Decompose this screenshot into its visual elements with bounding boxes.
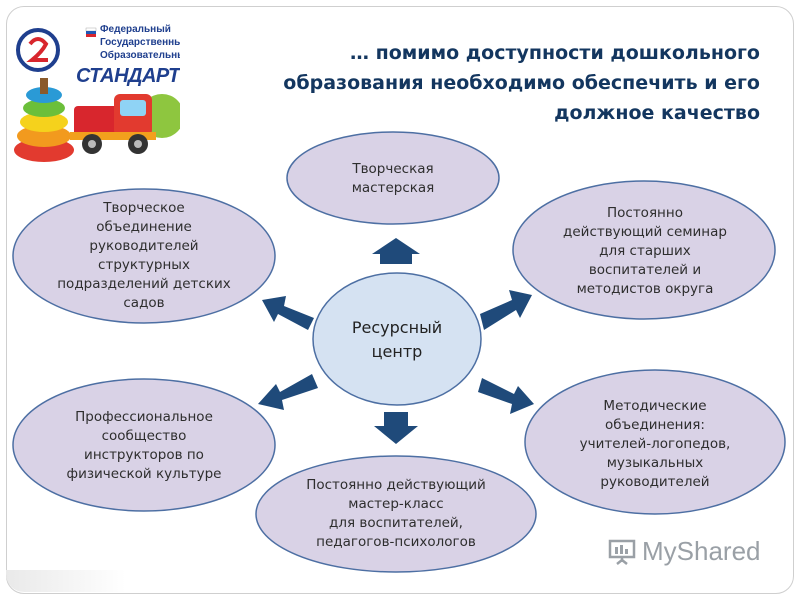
arrow-right-upper-icon [480, 290, 532, 330]
watermark-text: MyShared [642, 536, 761, 566]
slide-title: … помимо доступности дошкольного образов… [283, 42, 760, 124]
logo-line-1: Федеральный [100, 24, 171, 35]
logo-emblem-icon [14, 18, 180, 164]
center-label: Ресурсный центр [351, 318, 443, 361]
node-bottom-label: Постоянно действующий мастер-класс для в… [306, 477, 486, 550]
arrow-right-lower-icon [478, 378, 534, 414]
node-top-shape [286, 131, 500, 225]
node-bottom-right-shape [524, 369, 786, 515]
node-bottom-left-shape [12, 378, 276, 512]
node-bottom-left-label: Профессиональное сообщество инструкторов… [66, 409, 222, 482]
logo-line-2: Государственный [100, 37, 180, 48]
corner-accent [6, 570, 126, 592]
arrow-up-icon [372, 238, 420, 264]
center-shape [312, 272, 482, 406]
arrow-down-icon [374, 412, 418, 444]
logo-line-3: Образовательный [100, 50, 180, 61]
node-top-left-label: Творческое объединение руководителей стр… [57, 200, 231, 311]
node-top-left-shape [12, 188, 276, 324]
node-top-right-shape [512, 180, 776, 320]
node-top-label: Творческая мастерская [351, 161, 435, 196]
watermark: MyShared [608, 536, 761, 567]
node-top-right-label: Постоянно действующий семинар для старши… [563, 204, 727, 297]
node-bottom-shape [255, 455, 537, 573]
logo-word: СТАНДАРТ [76, 65, 180, 87]
node-bottom-right-label: Методические объединения: учителей-логоп… [579, 397, 731, 490]
fgos-logo: Федеральный Государственный Образователь… [14, 18, 180, 164]
arrow-left-lower-icon [258, 374, 318, 410]
arrow-left-upper-icon [262, 296, 314, 330]
presentation-icon [608, 539, 636, 565]
